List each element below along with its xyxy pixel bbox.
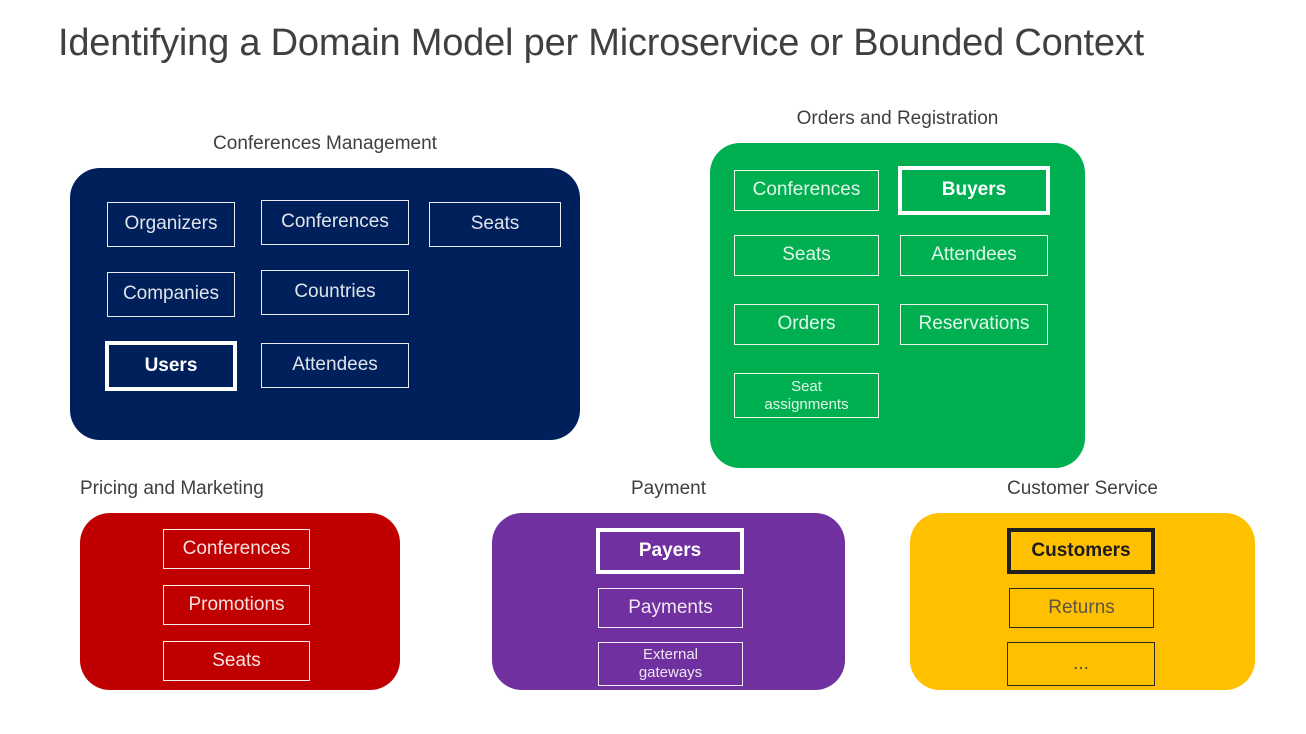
entity-chip[interactable]: Conferences xyxy=(163,529,310,569)
entity-chip[interactable]: Returns xyxy=(1009,588,1154,628)
entity-chip[interactable]: Conferences xyxy=(734,170,879,211)
entity-chip[interactable]: ... xyxy=(1007,642,1155,686)
panel-payment xyxy=(492,513,845,690)
entity-chip[interactable]: Reservations xyxy=(900,304,1048,345)
entity-chip[interactable]: Companies xyxy=(107,272,235,317)
entity-chip[interactable]: Seats xyxy=(429,202,561,247)
entity-chip[interactable]: Orders xyxy=(734,304,879,345)
panel-customer-service xyxy=(910,513,1255,690)
entity-chip-highlighted[interactable]: Customers xyxy=(1007,528,1155,574)
entity-chip-highlighted[interactable]: Buyers xyxy=(898,166,1050,215)
entity-chip[interactable]: Seats xyxy=(734,235,879,276)
group-caption-conferences-management: Conferences Management xyxy=(213,133,437,154)
group-caption-payment: Payment xyxy=(631,478,706,499)
page-title: Identifying a Domain Model per Microserv… xyxy=(58,22,1144,64)
entity-chip[interactable]: Attendees xyxy=(261,343,409,388)
group-caption-customer-service: Customer Service xyxy=(1007,478,1158,499)
entity-chip-highlighted[interactable]: Payers xyxy=(596,528,744,574)
group-caption-pricing-marketing: Pricing and Marketing xyxy=(80,478,264,499)
panel-orders-registration xyxy=(710,143,1085,468)
entity-chip[interactable]: Seats xyxy=(163,641,310,681)
entity-chip-highlighted[interactable]: Users xyxy=(105,341,237,391)
entity-chip[interactable]: Attendees xyxy=(900,235,1048,276)
entity-chip[interactable]: Promotions xyxy=(163,585,310,625)
entity-chip[interactable]: Countries xyxy=(261,270,409,315)
group-caption-orders-registration: Orders and Registration xyxy=(796,108,999,129)
panel-conferences-management xyxy=(70,168,580,440)
entity-chip[interactable]: Conferences xyxy=(261,200,409,245)
entity-chip[interactable]: Payments xyxy=(598,588,743,628)
entity-chip[interactable]: Organizers xyxy=(107,202,235,247)
panel-pricing-marketing xyxy=(80,513,400,690)
